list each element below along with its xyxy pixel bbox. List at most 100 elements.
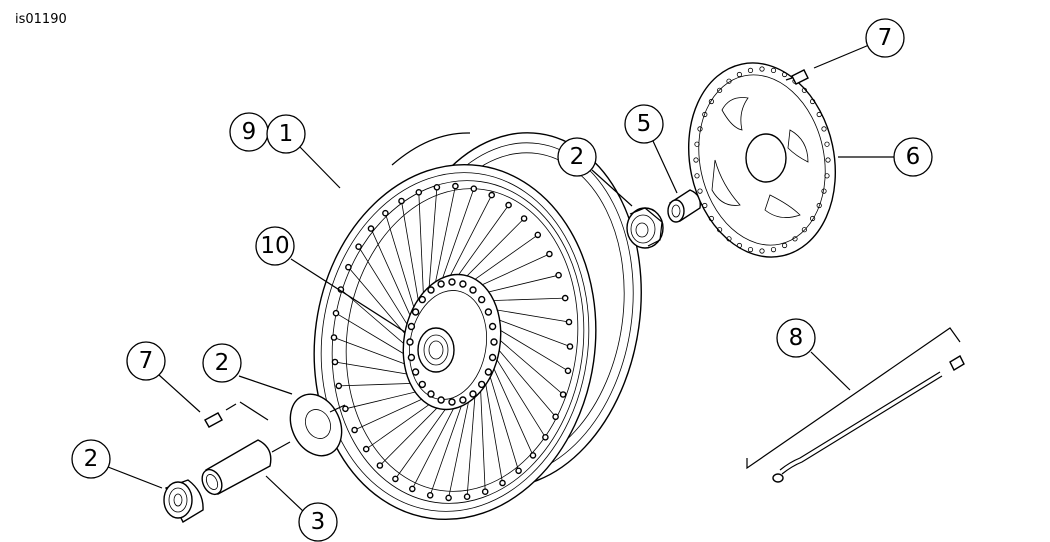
disc-hole <box>821 126 827 132</box>
spoke-nipple <box>376 462 384 469</box>
disc-hole <box>708 215 715 222</box>
disc-hole <box>697 126 703 132</box>
disc-hole <box>694 141 700 147</box>
bearing-icon <box>163 479 204 523</box>
callout-7-left: 7 <box>126 341 166 381</box>
spoke <box>491 341 556 418</box>
spoke-nipple <box>415 188 423 196</box>
spoke-nipple <box>488 191 496 199</box>
spoke <box>458 218 525 285</box>
spoke <box>379 399 446 466</box>
screw-icon <box>204 403 237 428</box>
disc-hole <box>770 247 777 253</box>
callout-8: 8 <box>776 318 816 358</box>
spoke-nipple <box>529 452 537 459</box>
hub-hole <box>411 368 420 376</box>
spoke-nipple <box>426 491 434 499</box>
callout-label: 2 <box>215 350 230 376</box>
spoke-nipple <box>382 209 389 217</box>
spoke <box>418 192 425 302</box>
disc-hole <box>693 157 699 163</box>
spoke-nipple <box>331 358 339 366</box>
hub-hole <box>448 278 456 286</box>
spokes-icon <box>330 182 574 502</box>
callout-label: 5 <box>637 111 652 137</box>
spoke-nipple <box>565 318 573 326</box>
bearing-icon <box>626 207 664 249</box>
hub-hole <box>411 308 420 316</box>
callout-7-top: 7 <box>865 18 905 58</box>
disc-hole <box>809 215 816 222</box>
spoke-nipple <box>351 426 358 434</box>
spoke <box>445 194 493 285</box>
hub-icon <box>402 273 502 411</box>
disc-hole <box>825 157 831 163</box>
callout-6: 6 <box>893 137 933 177</box>
hub-hole <box>478 380 486 389</box>
spoke-nipple <box>408 485 416 493</box>
spoke-nipple <box>335 382 343 390</box>
hub-hole <box>437 396 445 404</box>
leader-lines <box>107 44 894 513</box>
disc-hole <box>747 67 754 74</box>
callout-5: 5 <box>624 104 664 144</box>
spoke <box>395 399 453 480</box>
disc-hole <box>824 141 830 147</box>
callout-label: 2 <box>570 144 585 170</box>
callout-2-left-bearing: 2 <box>71 439 111 479</box>
disc-hole <box>821 188 827 194</box>
callout-10: 10 <box>255 226 295 266</box>
callout-2-right-bearing: 2 <box>557 137 597 177</box>
spoke-nipple <box>559 391 567 398</box>
spoke <box>358 246 413 334</box>
disc-hole <box>708 98 715 105</box>
spoke-nipple <box>470 185 478 192</box>
spoke <box>428 187 438 296</box>
spoke <box>334 361 420 377</box>
shim-plate-icon <box>239 393 346 457</box>
disc-hole <box>770 67 777 74</box>
disc-hole <box>697 188 703 194</box>
spoke-nipple <box>345 263 352 271</box>
disc-hole <box>747 247 754 253</box>
callout-label: 7 <box>139 348 154 374</box>
disc-hole <box>781 242 788 249</box>
spoke <box>354 393 434 431</box>
hub-hole <box>418 295 426 304</box>
spoke-nipple <box>355 243 362 250</box>
disc-hole <box>816 111 822 118</box>
spoke <box>333 337 417 369</box>
disc-hole <box>816 202 822 209</box>
spoke-nipple <box>463 493 471 501</box>
disc-hole <box>716 227 723 233</box>
spoke <box>470 253 550 291</box>
spoke-nipple <box>433 183 441 191</box>
spoke-nipple <box>342 405 349 413</box>
spoke <box>451 204 509 285</box>
callout-label: 2 <box>84 446 99 472</box>
spoke <box>439 188 475 287</box>
hub-hole <box>427 390 435 398</box>
hub-hole <box>490 338 498 346</box>
hub-hole <box>469 286 477 294</box>
disc-hole <box>801 87 808 93</box>
spacer-icon <box>667 189 701 223</box>
spoke <box>484 307 570 323</box>
hub-hole <box>407 322 416 331</box>
hub-hole <box>459 396 467 404</box>
callout-label: 3 <box>311 509 326 535</box>
spoke-nipple <box>534 231 542 239</box>
hub-hole <box>484 368 493 376</box>
spoke <box>466 388 476 497</box>
disc-hole <box>736 242 743 249</box>
spoke-nipple <box>481 488 489 496</box>
spoke-nipple <box>542 433 549 441</box>
callout-label: 1 <box>279 121 294 147</box>
spoke-nipple <box>445 494 452 502</box>
hub-hole <box>427 286 435 294</box>
spoke <box>487 315 571 347</box>
spoke <box>491 332 564 395</box>
spoke <box>429 397 465 496</box>
spoke <box>335 312 415 361</box>
